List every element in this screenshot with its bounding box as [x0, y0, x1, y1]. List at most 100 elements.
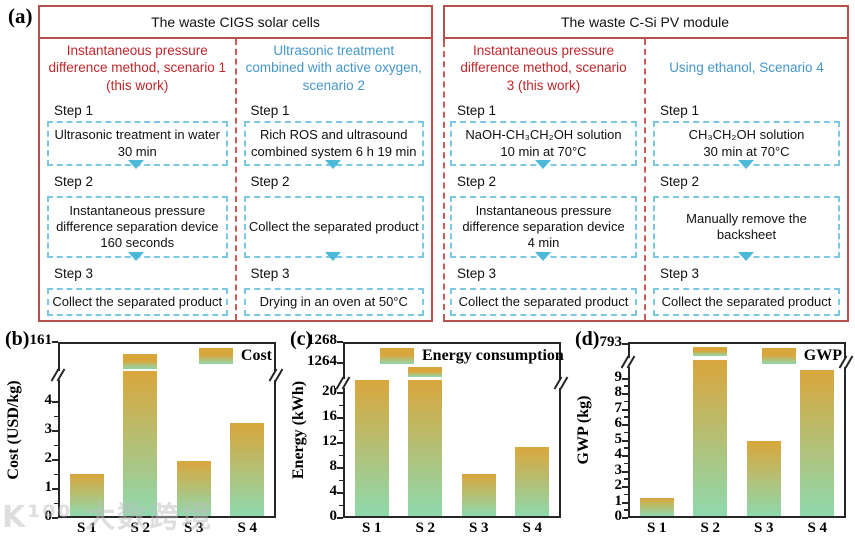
- y-tick-label: 7: [614, 399, 623, 416]
- cigs-table: The waste CIGS solar cells Instantaneous…: [38, 5, 433, 322]
- step-box: Collect the separated product: [243, 196, 424, 258]
- x-tick-label: S 2: [415, 520, 436, 536]
- step-box: Collect the separated product: [450, 288, 637, 316]
- y-tick-label: 0: [44, 508, 53, 524]
- y-tick-major: [622, 393, 628, 395]
- scenario-4-steps: Step 1 CH₃CH₂OH solution 30 min at 70°C …: [646, 97, 847, 316]
- y-tick-label: 3: [614, 461, 623, 478]
- y-tick-minor: [54, 415, 58, 417]
- step-row: Step 3: [449, 252, 638, 288]
- legend-label: Energy consumption: [422, 347, 564, 364]
- step-label: Step 1: [54, 102, 94, 118]
- bar-broken-main: [408, 380, 443, 516]
- legend: Energy consumption: [380, 347, 564, 365]
- y-tick-label: 5: [614, 430, 623, 447]
- y-tick-major: [622, 377, 628, 380]
- scenario-3-title: Instantaneous pressure difference method…: [460, 42, 627, 93]
- y-tick-label: 12: [322, 433, 337, 449]
- down-arrow-icon: [324, 252, 343, 276]
- y-tick-major: [52, 488, 58, 490]
- y-tick-minor: [339, 504, 343, 506]
- y-tick-major: [337, 492, 343, 494]
- y-tick-label: 3: [44, 421, 53, 437]
- y-tick-minor: [54, 444, 58, 446]
- down-arrow-icon: [737, 252, 756, 276]
- y-tick-major: [52, 459, 58, 461]
- step-row: Step 3: [652, 252, 841, 288]
- scenario-2-column: Ultrasonic treatment combined with activ…: [234, 39, 432, 320]
- y-tick-major: [622, 455, 628, 457]
- y-tick-major: [622, 501, 628, 504]
- bar: [461, 473, 496, 516]
- step-label: Step 1: [457, 102, 497, 118]
- y-tick-label: 4: [614, 446, 623, 462]
- y-tick-label: 1: [614, 492, 623, 509]
- y-tick-minor: [54, 473, 58, 475]
- step-label: Step 3: [54, 265, 94, 281]
- y-tick-label: 4: [329, 483, 338, 499]
- y-tick-label: 0: [614, 508, 623, 524]
- y-tick-minor: [624, 416, 628, 418]
- y-tick-minor: [624, 447, 628, 449]
- y-tick-label: 2: [44, 450, 53, 466]
- y-tick-major: [337, 517, 343, 519]
- y-tick-minor: [624, 385, 628, 387]
- y-tick-minor: [339, 404, 343, 406]
- scenario-2-title: Ultrasonic treatment combined with activ…: [245, 42, 422, 93]
- scenario-4-column: Using ethanol, Scenario 4 Step 1 CH₃CH₂O…: [644, 39, 847, 320]
- y-tick-major: [337, 362, 343, 364]
- bar: [230, 423, 265, 516]
- legend-swatch: [761, 348, 796, 364]
- y-tick-major: [52, 430, 58, 432]
- step-label: Step 2: [250, 173, 290, 189]
- scenario-1-title: Instantaneous pressure difference method…: [48, 42, 227, 93]
- y-tick-label: 1: [44, 479, 53, 495]
- down-arrow-icon: [534, 252, 553, 276]
- scenario-3-column: Instantaneous pressure difference method…: [443, 39, 644, 320]
- y-tick-label: 0: [329, 508, 338, 524]
- x-tick-label: S 3: [468, 520, 489, 536]
- y-tick-major: [622, 343, 628, 345]
- step-label: Step 2: [457, 173, 497, 189]
- step-box: Manually remove the backsheet: [653, 196, 840, 258]
- step-label: Step 3: [250, 265, 290, 281]
- scenario-1-column: Instantaneous pressure difference method…: [40, 39, 235, 320]
- x-tick-label: S 1: [361, 520, 382, 536]
- bar: [176, 460, 211, 516]
- y-tick-label: 16: [322, 408, 337, 424]
- x-tick-label: S 2: [130, 520, 151, 536]
- y-tick-major: [622, 439, 628, 442]
- legend: GWP: [761, 347, 842, 365]
- step-box: CH₃CH₂OH solution 30 min at 70°C: [653, 121, 840, 166]
- y-tick-label: 4: [44, 392, 53, 408]
- x-tick-label: S 2: [700, 520, 721, 536]
- step-box: Ultrasonic treatment in water 30 min: [47, 121, 228, 166]
- csi-columns: Instantaneous pressure difference method…: [443, 39, 847, 320]
- y-tick-major: [52, 341, 58, 343]
- panel-letter: (c): [290, 328, 313, 350]
- bar: [639, 498, 674, 516]
- legend-swatch: [198, 348, 233, 364]
- down-arrow-icon: [534, 160, 553, 184]
- y-tick-major: [337, 467, 343, 469]
- down-arrow-icon: [737, 160, 756, 184]
- y-tick-major: [337, 442, 343, 444]
- panel-letter: (d): [575, 328, 600, 350]
- y-tick-minor: [624, 493, 628, 496]
- plot-frame: [628, 342, 846, 518]
- scenario-1-steps: Step 1 Ultrasonic treatment in water 30 …: [40, 97, 235, 316]
- step-row: Step 2: [46, 160, 229, 196]
- y-tick-major: [622, 486, 628, 488]
- step-box: Collect the separated product: [653, 288, 840, 316]
- x-tick-label: S 1: [646, 520, 667, 536]
- upper-axis-label: 1264: [307, 353, 337, 369]
- legend-label: Cost: [240, 347, 272, 364]
- step-label: Step 1: [250, 102, 290, 118]
- bar-broken-cap: [693, 347, 728, 356]
- y-tick-major: [622, 470, 628, 473]
- down-arrow-icon: [324, 160, 343, 184]
